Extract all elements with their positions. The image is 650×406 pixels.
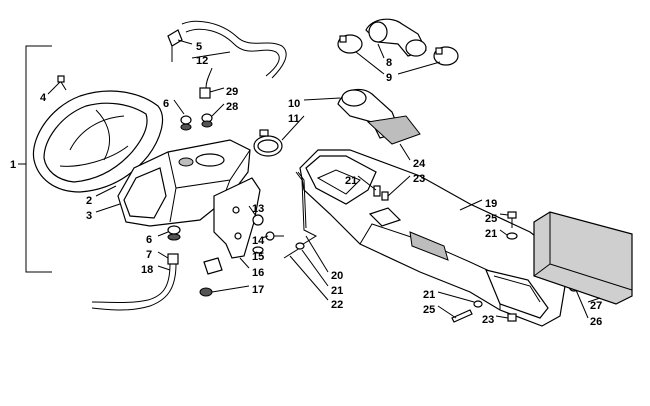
- vent-hose: [167, 20, 287, 79]
- callout-number-c19: 19: [485, 198, 497, 210]
- callout-number-c7: 7: [146, 249, 152, 261]
- callout-number-c21c: 21: [331, 285, 343, 297]
- callout-number-c21d: 21: [423, 289, 435, 301]
- callout-number-c21a: 21: [345, 175, 357, 187]
- fitting-part-7: [167, 253, 179, 265]
- fitting-part-6-upper: [180, 115, 192, 131]
- callout-number-c21b: 21: [485, 228, 497, 240]
- callout-number-c3: 3: [86, 210, 92, 222]
- callout-number-c27: 27: [590, 300, 602, 312]
- callout-number-c8: 8: [386, 57, 392, 69]
- callout-number-c10: 10: [288, 98, 300, 110]
- callout-number-c13: 13: [252, 203, 264, 215]
- callout-number-c29: 29: [226, 86, 238, 98]
- callout-number-c17: 17: [252, 284, 264, 296]
- drain-hose: [91, 263, 177, 311]
- callout-number-c5: 5: [196, 41, 202, 53]
- callout-number-c12: 12: [196, 55, 208, 67]
- callout-number-c6b: 6: [146, 234, 152, 246]
- callout-number-c25b: 25: [423, 304, 435, 316]
- hardware-13-14-15: [252, 214, 284, 254]
- callout-number-c26: 26: [590, 316, 602, 328]
- callout-number-c4: 4: [40, 92, 47, 104]
- callout-number-c23b: 23: [482, 314, 494, 326]
- screw-part-4: [57, 75, 67, 91]
- callout-number-c20: 20: [331, 270, 343, 282]
- callout-number-c2: 2: [86, 195, 92, 207]
- callout-number-c22: 22: [331, 299, 343, 311]
- intake-duct-part-10: [337, 88, 421, 145]
- foam-filter: [533, 211, 633, 305]
- airbox-cover: [32, 90, 163, 193]
- leader-lines: [47, 39, 601, 319]
- grommet-part-17: [199, 287, 213, 297]
- callout-number-c18: 18: [141, 264, 153, 276]
- callout-number-c23a: 23: [413, 173, 425, 185]
- callout-number-c16: 16: [252, 267, 264, 279]
- callout-number-c6a: 6: [163, 98, 169, 110]
- fitting-part-28-29: [199, 67, 213, 128]
- clamp-part-11: [253, 129, 283, 157]
- coupler-part-8: [365, 18, 427, 57]
- callout-number-c14: 14: [252, 235, 265, 247]
- hardware-25-21-lower: [451, 300, 517, 323]
- callout-number-c24: 24: [413, 158, 426, 170]
- callout-number-c11: 11: [288, 113, 300, 125]
- assembly-bracket: [18, 45, 52, 273]
- clamp-part-9: [337, 34, 459, 66]
- hardware-25-21-right: [506, 211, 518, 240]
- callout-number-c9: 9: [386, 72, 392, 84]
- callout-number-c1: 1: [10, 159, 16, 171]
- callout-number-c28: 28: [226, 101, 238, 113]
- callout-number-c25a: 25: [485, 213, 497, 225]
- callout-number-c15: 15: [252, 251, 264, 263]
- silencer-body: [299, 149, 580, 327]
- rod-part-20-22: [283, 171, 318, 259]
- fitting-part-6-lower: [167, 225, 181, 241]
- mounting-bracket: [203, 177, 261, 275]
